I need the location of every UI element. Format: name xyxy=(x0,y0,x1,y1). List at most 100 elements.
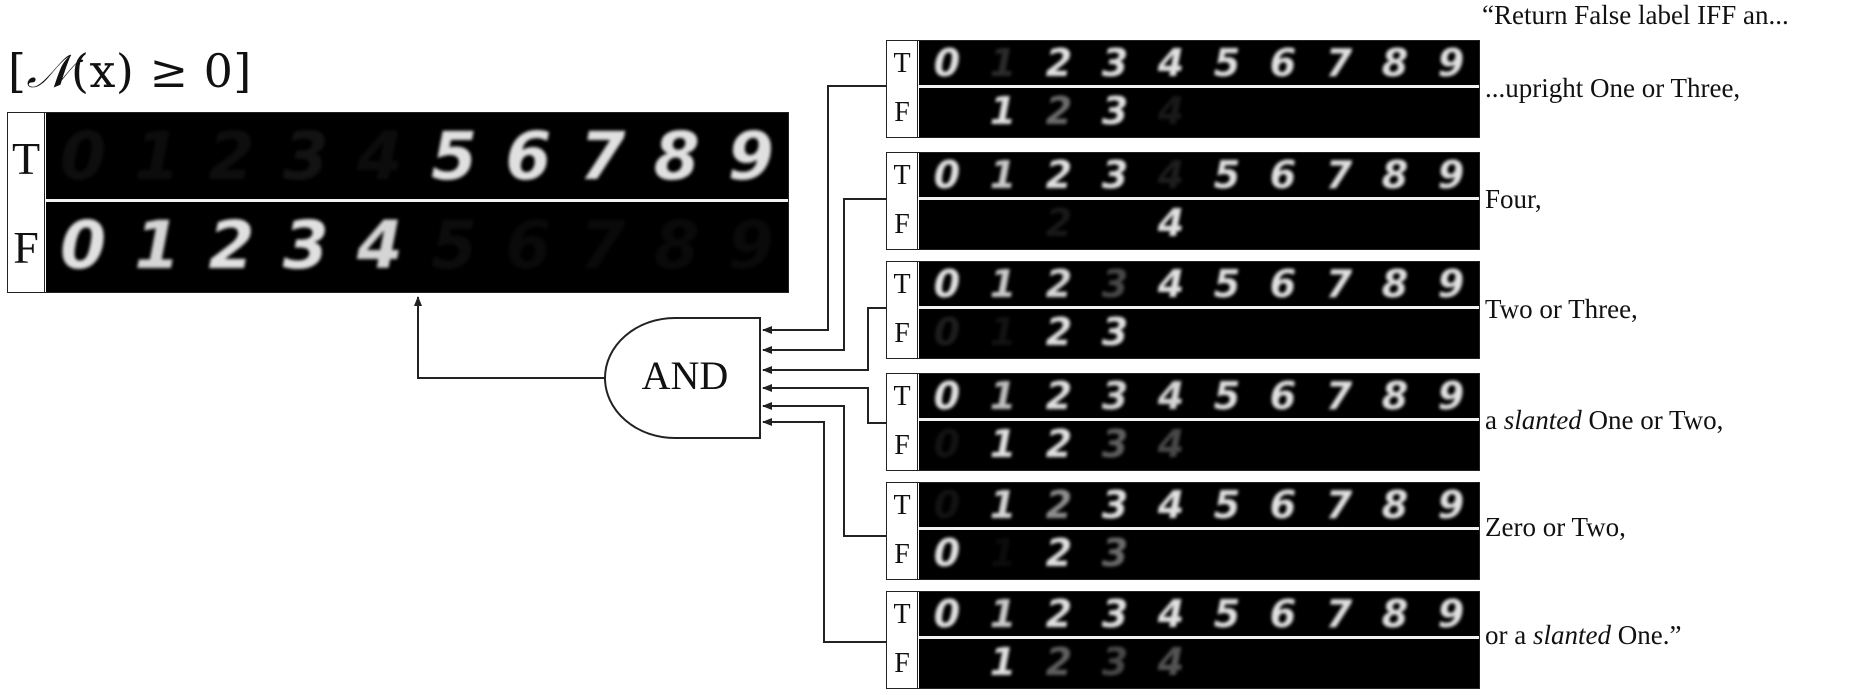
row-separator xyxy=(919,527,1479,530)
digit-3: 3 xyxy=(1101,89,1129,133)
digit-0: 0 xyxy=(933,262,961,306)
true-label: T xyxy=(893,269,911,300)
digit-8: 8 xyxy=(1381,483,1409,527)
digit-5: 5 xyxy=(431,207,478,284)
condition-caption-4: a slanted One or Two, xyxy=(1485,405,1723,436)
formula-open: [ xyxy=(8,44,27,98)
digit-0: 0 xyxy=(933,310,961,354)
digit-5: 5 xyxy=(1213,262,1241,306)
digit-7: 7 xyxy=(579,117,626,195)
condition-caption-2: Four, xyxy=(1485,184,1542,215)
digit-7: 7 xyxy=(567,213,639,279)
digit-4: 4 xyxy=(1157,153,1185,197)
false-label: F xyxy=(894,97,910,128)
digit-5: 5 xyxy=(1213,592,1241,636)
digit-8: 8 xyxy=(1381,41,1409,85)
caption-emphasis: slanted xyxy=(1503,405,1582,435)
row-separator xyxy=(919,418,1479,421)
digit-3: 3 xyxy=(1101,153,1129,197)
digit-9: 9 xyxy=(1437,374,1465,418)
row-separator xyxy=(919,636,1479,639)
digit-2: 2 xyxy=(1045,262,1073,306)
digit-1: 1 xyxy=(989,262,1017,306)
caption-text: or a xyxy=(1485,620,1533,650)
digit-2: 2 xyxy=(1045,483,1073,527)
true-label: T xyxy=(893,599,911,630)
digit-4: 4 xyxy=(1157,89,1185,133)
digit-3: 3 xyxy=(1101,640,1129,684)
digit-1: 1 xyxy=(989,374,1017,418)
condition-caption-5: Zero or Two, xyxy=(1485,512,1626,543)
digit-6: 6 xyxy=(505,117,552,195)
digit-2: 2 xyxy=(1045,592,1073,636)
digit-6: 6 xyxy=(1269,592,1297,636)
digit-3: 3 xyxy=(1101,262,1129,306)
digit-9: 9 xyxy=(1437,483,1465,527)
digit-3: 3 xyxy=(1101,41,1129,85)
digit-4: 4 xyxy=(1157,262,1185,306)
digit-9: 9 xyxy=(1437,153,1465,197)
digit-8: 8 xyxy=(641,213,713,279)
digit-3: 3 xyxy=(1101,374,1129,418)
digit-7: 7 xyxy=(1325,483,1353,527)
true-label: T xyxy=(893,48,911,79)
digit-6: 6 xyxy=(492,213,564,279)
digit-9: 9 xyxy=(1437,592,1465,636)
digit-9: 9 xyxy=(727,117,774,195)
digit-1: 1 xyxy=(989,592,1017,636)
caption-text: Four, xyxy=(1485,184,1542,214)
digit-6: 6 xyxy=(1269,374,1297,418)
digit-8: 8 xyxy=(1381,153,1409,197)
digit-1: 1 xyxy=(989,640,1017,684)
digit-2: 2 xyxy=(1045,89,1073,133)
digit-6: 6 xyxy=(1269,483,1297,527)
digit-image-area: 01234567890123456789 xyxy=(919,483,1479,579)
digit-0: 0 xyxy=(933,374,961,418)
digit-0: 0 xyxy=(933,531,961,575)
digit-image-area: 01234567890123456789 xyxy=(919,262,1479,358)
digit-5: 5 xyxy=(1213,153,1241,197)
digit-0: 0 xyxy=(60,207,107,284)
digit-2: 2 xyxy=(1045,531,1073,575)
false-label: F xyxy=(894,209,910,240)
digit-2: 2 xyxy=(1045,374,1073,418)
digit-9: 9 xyxy=(1437,41,1465,85)
input-wire-3 xyxy=(762,307,886,374)
condition-strip-2: TF 01234567890123456789 xyxy=(886,152,1480,250)
digit-3: 3 xyxy=(1101,310,1129,354)
digit-4: 4 xyxy=(1157,201,1185,245)
gate-output-wire xyxy=(414,296,605,379)
condition-caption-3: Two or Three, xyxy=(1485,294,1638,325)
digit-1: 1 xyxy=(989,89,1017,133)
caption-text-end: One.” xyxy=(1610,620,1682,650)
digit-2: 2 xyxy=(208,117,255,195)
true-label: T xyxy=(11,133,41,184)
condition-strip-6: TF 01234567890123456789 xyxy=(886,591,1480,689)
digit-1: 1 xyxy=(989,422,1017,466)
strip-labels: T F xyxy=(8,113,45,292)
digit-4: 4 xyxy=(1157,592,1185,636)
digit-3: 3 xyxy=(1101,422,1129,466)
digit-3: 3 xyxy=(282,207,329,284)
condition-strip-4: TF 01234567890123456789 xyxy=(886,373,1480,471)
digit-3: 3 xyxy=(282,117,329,195)
digit-7: 7 xyxy=(1325,153,1353,197)
caption-emphasis: slanted xyxy=(1532,620,1611,650)
digit-0: 0 xyxy=(933,422,961,466)
digit-1: 1 xyxy=(989,310,1017,354)
digit-2: 2 xyxy=(1045,153,1073,197)
